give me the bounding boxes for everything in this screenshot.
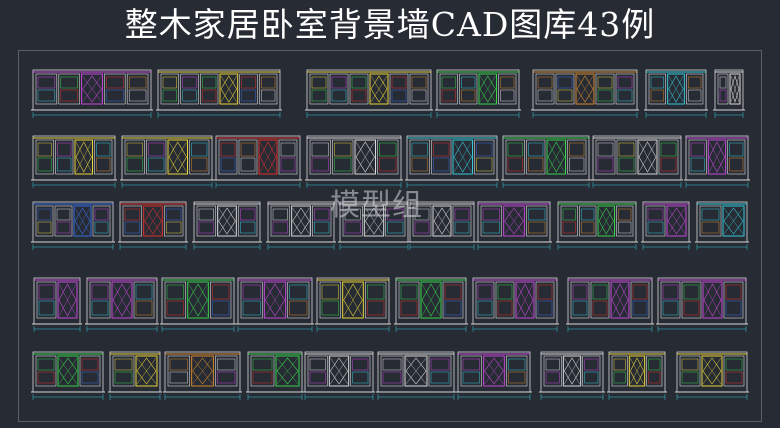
cad-elevation-drawing: [163, 351, 242, 400]
drawing-panel: [18, 50, 762, 422]
cad-elevation-drawing: [156, 69, 282, 118]
cad-elevation-drawing: [656, 277, 748, 332]
cad-elevation-drawing: [408, 201, 476, 250]
cad-elevation-drawing: [501, 135, 591, 188]
cad-elevation-drawing: [85, 277, 159, 332]
cad-elevation-drawing: [31, 135, 117, 188]
cad-elevation-drawing: [305, 69, 433, 118]
cad-elevation-drawing: [641, 201, 691, 250]
cad-elevation-drawing: [108, 351, 162, 400]
cad-elevation-drawing: [556, 201, 638, 250]
cad-elevation-drawing: [566, 277, 654, 332]
cad-elevation-drawing: [118, 201, 188, 250]
cad-elevation-drawing: [305, 135, 403, 188]
cad-elevation-drawing: [160, 277, 236, 332]
cad-elevation-drawing: [266, 201, 336, 250]
cad-elevation-drawing: [303, 351, 375, 400]
cad-elevation-drawing: [476, 201, 552, 250]
cad-elevation-drawing: [644, 69, 708, 118]
cad-elevation-drawing: [214, 135, 302, 188]
cad-elevation-drawing: [684, 135, 750, 188]
cad-elevation-drawing: [405, 135, 499, 188]
cad-elevation-drawing: [236, 277, 314, 332]
cad-elevation-drawing: [713, 69, 745, 118]
cad-elevation-drawing: [695, 201, 749, 250]
page-title: 整木家居卧室背景墙CAD图库43例: [124, 5, 656, 44]
cad-elevation-drawing: [607, 351, 667, 400]
cad-elevation-drawing: [471, 277, 559, 332]
cad-elevation-drawing: [315, 277, 391, 332]
cad-elevation-drawing: [456, 351, 532, 400]
cad-elevation-drawing: [376, 351, 456, 400]
cad-elevation-drawing: [246, 351, 304, 400]
cad-elevation-drawing: [531, 69, 639, 118]
cad-elevation-drawing: [675, 351, 749, 400]
cad-elevation-drawing: [591, 135, 683, 188]
cad-elevation-drawing: [435, 69, 521, 118]
cad-elevation-drawing: [32, 277, 82, 332]
cad-elevation-drawing: [338, 201, 410, 250]
cad-elevation-drawing: [539, 351, 605, 400]
cad-elevation-drawing: [120, 135, 214, 188]
cad-elevation-drawing: [394, 277, 468, 332]
cad-elevation-drawing: [31, 351, 105, 400]
cad-elevation-drawing: [192, 201, 262, 250]
cad-elevation-drawing: [31, 201, 115, 250]
cad-elevation-drawing: [31, 69, 153, 118]
